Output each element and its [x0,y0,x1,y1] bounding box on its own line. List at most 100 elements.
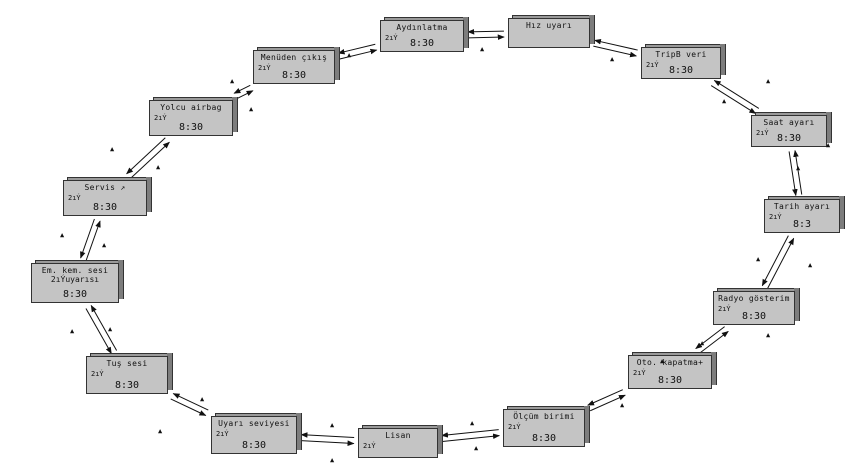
menu-label: Ölçüm birimi [513,412,575,421]
transition-arrow-5r [699,330,729,354]
menu-label: Hız uyarı [525,21,573,30]
indicator-text: 2ıÝ [633,369,646,377]
clock-time: 8:30 [668,65,694,76]
menu-box-saat-ayari: Saat ayarı 2ıÝ 8:30 [751,112,832,147]
menu-box-uyari-seviyesi: Uyarı seviyesi 2ıÝ 8:30 [211,413,302,454]
clock-time: 8:30 [241,440,267,451]
transition-arrow-1r [593,38,638,51]
indicator-text: 2ıÝ [646,61,659,69]
direction-marker: ▲ [474,444,479,452]
transition-arrow-5f [695,326,725,350]
menu-box-tarih-ayari: Tarih ayarı 2ıÝ 8:3 [764,196,845,233]
direction-marker: ▲ [108,325,113,333]
transition-arrow-4r [767,237,795,289]
transition-arrow-13r [233,84,251,94]
menu-box-aydinlatma: Aydınlatma 2ıÝ 8:30 [380,17,469,52]
clock-time: 8:30 [657,375,683,386]
transition-arrow-2r [713,80,760,109]
menu-label: Tuş sesi [106,359,148,368]
direction-marker: ▲ [330,456,335,464]
clock-time: 8:30 [741,311,767,322]
transition-arrow-10f [90,304,118,351]
indicator-text: 2ıÝ [756,129,769,137]
direction-marker: ▲ [347,51,352,59]
clock-time: 8:30 [92,202,118,213]
clock-time: 8:30 [531,433,557,444]
direction-marker: ▲ [756,255,761,263]
menu-box-lisan: Lisan 2ıÝ [358,425,443,458]
transition-arrow-6r [590,394,626,412]
transition-arrow-13f [236,90,254,100]
direction-marker: ▲ [722,97,727,105]
direction-marker: ▲ [156,163,161,171]
direction-marker: ▲ [102,241,107,249]
indicator-text: 2ıÝ [154,114,167,122]
transition-arrow-14f [339,48,378,60]
indicator-text: 2ıÝ [363,442,376,450]
menu-box-servis: Servis ↗ 2ıÝ 8:30 [63,177,152,216]
menu-label: Oto. kapatma+ [636,358,704,367]
indicator-text: 2ıÝ [258,64,271,72]
transition-arrow-0r [467,28,504,35]
direction-marker: ▲ [60,231,65,239]
transition-arrow-12f [130,141,170,179]
clock-time: 8:30 [114,380,140,391]
menu-box-tripb-veri: TripB veri 2ıÝ 8:30 [641,44,726,79]
transition-arrow-8r [300,440,355,446]
menu-label: Aydınlatma [396,23,448,32]
menu-label: Lisan [385,431,411,440]
transition-arrow-14r [337,43,376,55]
direction-marker: ▲ [660,357,665,365]
direction-marker: ▲ [249,105,254,113]
transition-arrow-4f [761,235,789,287]
direction-marker: ▲ [200,395,205,403]
menu-label: Radyo gösterim [718,294,790,303]
indicator-text: 2ıÝ [385,34,398,42]
menu-label: Saat ayarı [763,118,815,127]
transition-arrow-3f [788,151,798,197]
clock-time: 8:30 [281,70,307,81]
direction-marker: ▲ [330,421,335,429]
direction-marker: ▲ [796,164,801,172]
indicator-text: 2ıÝ [216,430,229,438]
transition-arrow-9f [172,393,209,411]
direction-marker: ▲ [70,327,75,335]
menu-label: Servis ↗ [84,183,126,192]
menu-box-yolcu-airbag: Yolcu airbag 2ıÝ 8:30 [149,97,238,136]
menu-box-oto-kapatma: Oto. kapatma+ 2ıÝ 8:30 [628,352,717,389]
direction-marker: ▲ [766,331,771,339]
menu-box-em-kem-sesi: Em. kem. sesi 2ıÝuyarısı 8:30 [31,260,124,303]
menu-label: Uyarı seviyesi [218,419,290,428]
direction-marker: ▲ [158,427,163,435]
transition-arrow-6f [587,389,623,406]
transition-arrow-10r [85,308,112,355]
transition-arrow-1f [593,45,638,58]
direction-marker: ▲ [700,339,705,347]
menu-box-menuden-cikis: Menüden çıkış 2ıÝ 8:30 [253,47,340,84]
menu-box-olcum-birimi: Ölçüm birimi 2ıÝ 8:30 [503,406,590,447]
clock-time: 8:3 [792,219,812,230]
direction-marker: ▲ [230,77,235,85]
direction-marker: ▲ [620,401,625,409]
menu-label: Menüden çıkış [260,53,328,62]
direction-marker: ▲ [110,145,115,153]
clock-time: 8:30 [409,38,435,49]
menu-label: Tarih ayarı [773,202,831,211]
menu-label: TripB veri [655,50,707,59]
direction-marker: ▲ [826,141,831,149]
indicator-text: 2ıÝ [508,423,521,431]
transition-arrow-7r [442,433,501,442]
transition-arrow-11f [85,220,101,261]
direction-marker: ▲ [808,261,813,269]
direction-marker: ▲ [610,55,615,63]
transition-arrow-8f [300,432,355,439]
transition-arrow-2f [710,85,757,114]
transition-arrow-9r [170,398,207,416]
direction-marker: ▲ [470,419,475,427]
clock-time: 8:30 [178,122,204,133]
transition-arrow-12r [126,137,166,175]
transition-arrow-11r [80,218,95,259]
transition-arrow-0f [468,34,505,41]
